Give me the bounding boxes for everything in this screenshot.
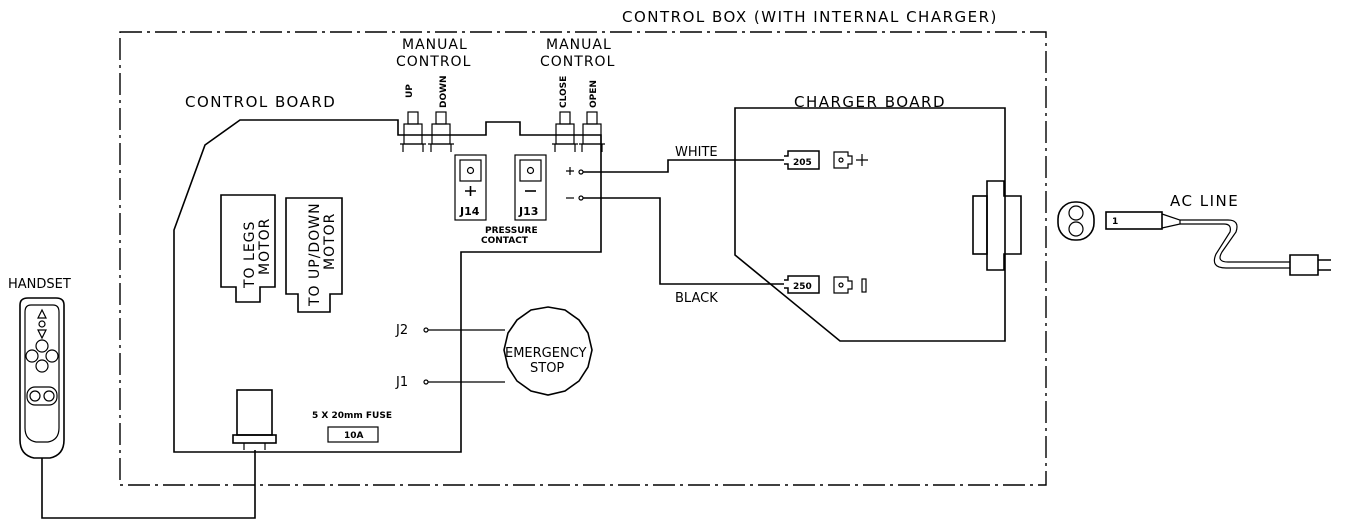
charger-plus-tab bbox=[833, 151, 868, 169]
charger-board-label: CHARGER BOARD bbox=[794, 93, 946, 111]
control-board-outline bbox=[173, 119, 602, 453]
emergency-stop-button bbox=[503, 306, 593, 396]
j1-label: J1 bbox=[395, 375, 408, 390]
switch-close-icon bbox=[552, 111, 578, 152]
emergency-line2: STOP bbox=[530, 361, 564, 376]
board-minus-terminal bbox=[566, 195, 584, 201]
estop-wires bbox=[428, 329, 505, 383]
emergency-line1: EMERGENCY bbox=[505, 346, 587, 361]
manual-control-2-line1: MANUAL bbox=[546, 37, 612, 53]
ac-cord bbox=[1105, 211, 1331, 276]
j2-terminal bbox=[423, 327, 429, 333]
handset-icon bbox=[19, 297, 65, 459]
ac-line-label: AC LINE bbox=[1170, 192, 1239, 210]
manual-control-1-line2: CONTROL bbox=[396, 54, 471, 70]
charger-board-outline bbox=[734, 107, 1006, 342]
switch-down-icon bbox=[428, 111, 454, 152]
fuse-box bbox=[327, 426, 379, 443]
handset-cable bbox=[41, 450, 256, 519]
charger-minus-tab bbox=[833, 276, 867, 294]
ac-plug-end-icon bbox=[1057, 201, 1095, 241]
control-board-label: CONTROL BOARD bbox=[185, 93, 336, 111]
white-wire-label: WHITE bbox=[675, 145, 718, 160]
switch-up-label: UP bbox=[405, 84, 415, 98]
j13-label: J13 bbox=[518, 205, 538, 218]
ac-cord-mark: 1 bbox=[1112, 217, 1118, 227]
updown-motor-line1: TO UP/DOWN bbox=[307, 202, 323, 307]
pressure-contact-line1: PRESSURE bbox=[485, 226, 538, 236]
legs-motor-connector bbox=[220, 194, 276, 303]
black-wire bbox=[583, 197, 784, 285]
terminal-250-label: 250 bbox=[793, 282, 812, 292]
switch-open-icon bbox=[579, 111, 605, 152]
handset-board-connector bbox=[232, 389, 277, 450]
manual-control-1-line1: MANUAL bbox=[402, 37, 468, 53]
pressure-contact-line2: CONTACT bbox=[481, 236, 529, 246]
black-wire-label: BLACK bbox=[675, 291, 718, 306]
terminal-205-label: 205 bbox=[793, 158, 812, 168]
legs-motor-line1: TO LEGS bbox=[242, 221, 258, 289]
control-box-outline bbox=[119, 31, 1047, 486]
control-box-label: CONTROL BOX (WITH INTERNAL CHARGER) bbox=[622, 8, 998, 26]
manual-control-2-line2: CONTROL bbox=[540, 54, 615, 70]
switch-down-label: DOWN bbox=[439, 75, 449, 108]
ac-inlet-connector bbox=[972, 180, 1022, 271]
terminal-250 bbox=[784, 275, 820, 294]
handset-label: HANDSET bbox=[8, 277, 71, 292]
j2-label: J2 bbox=[395, 323, 408, 338]
updown-motor-line2: MOTOR bbox=[322, 213, 338, 270]
fuse-value: 10A bbox=[344, 431, 364, 441]
fuse-label: 5 X 20mm FUSE bbox=[312, 411, 392, 421]
white-wire bbox=[583, 159, 784, 173]
j1-terminal bbox=[423, 379, 429, 385]
legs-motor-line2: MOTOR bbox=[257, 218, 273, 275]
updown-motor-connector bbox=[285, 197, 343, 313]
board-plus-terminal bbox=[566, 167, 584, 175]
switch-open-label: OPEN bbox=[589, 80, 599, 108]
switch-close-label: CLOSE bbox=[559, 76, 569, 108]
j14-label: J14 bbox=[459, 205, 480, 218]
switch-up-icon bbox=[400, 111, 426, 152]
j14-connector bbox=[454, 154, 487, 221]
j13-connector bbox=[514, 154, 547, 221]
terminal-205 bbox=[784, 150, 820, 170]
